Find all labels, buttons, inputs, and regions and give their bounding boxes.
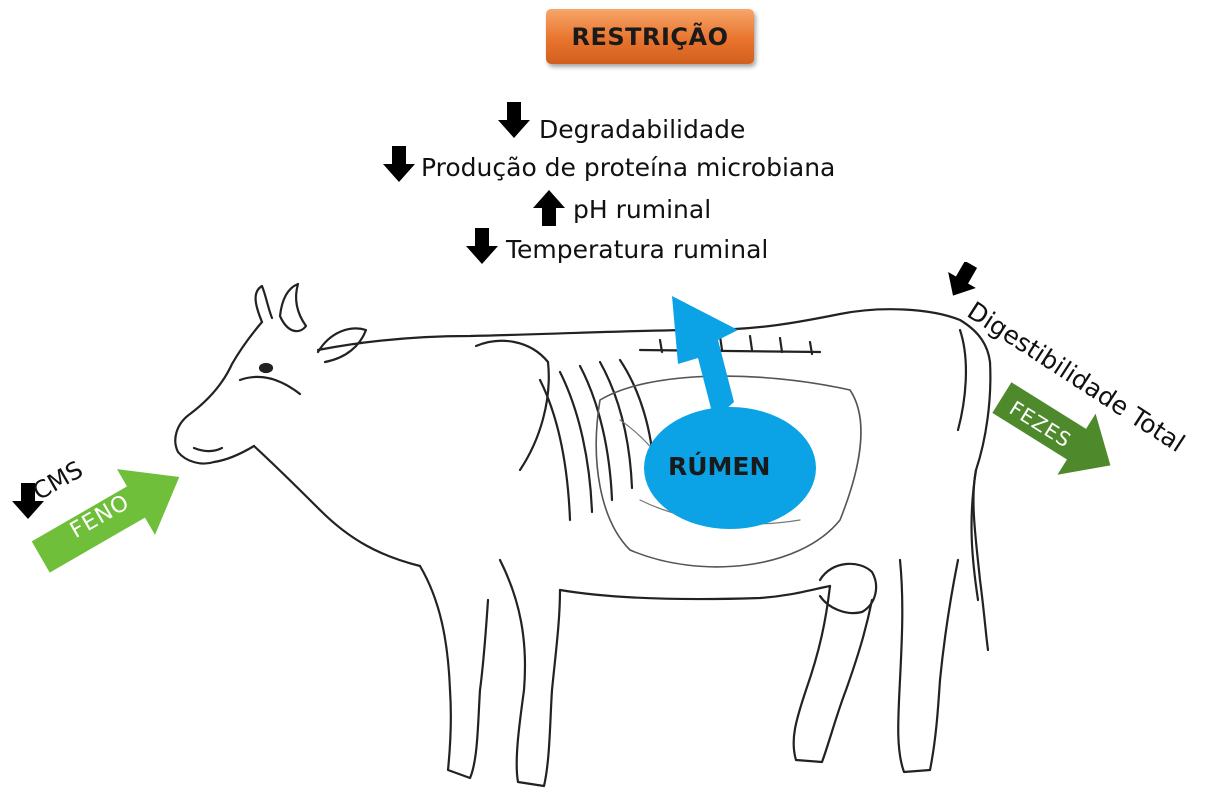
rumen-label: RÚMEN xyxy=(668,452,770,481)
down-arrow-icon xyxy=(944,262,980,298)
